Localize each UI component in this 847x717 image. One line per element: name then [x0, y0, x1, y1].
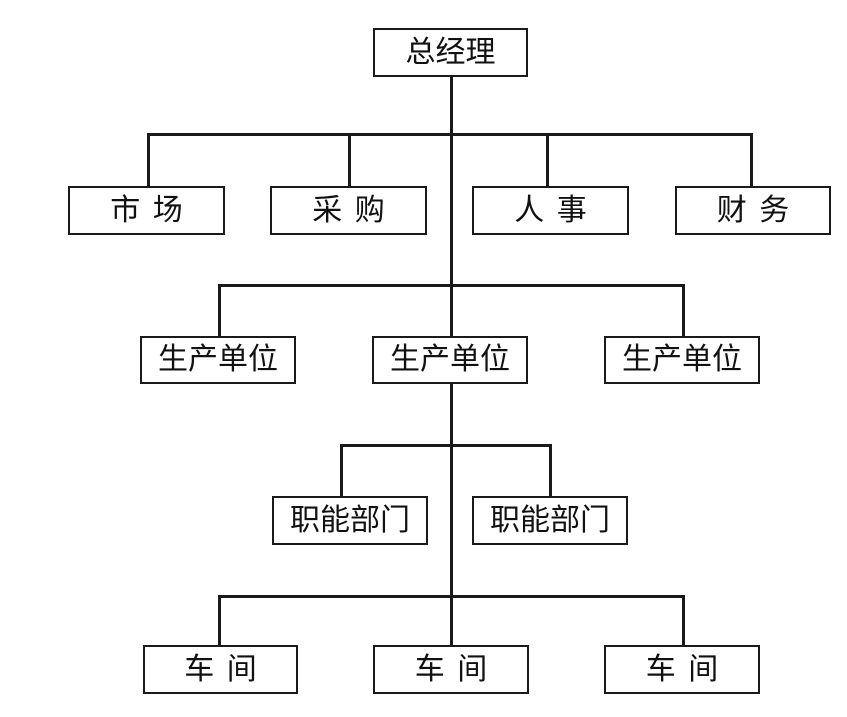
node-functional-dept-1[interactable]: 职能部门	[272, 496, 428, 545]
node-purchasing[interactable]: 采购	[270, 186, 427, 235]
node-production-unit-2[interactable]: 生产单位	[372, 336, 528, 384]
drop-line-finance	[750, 133, 753, 186]
trunk-line-level2-to-level3	[450, 134, 453, 336]
node-hr[interactable]: 人事	[472, 186, 629, 235]
node-label-workshop-1: 车间	[184, 652, 270, 686]
node-label-functional-dept-1: 职能部门	[290, 503, 410, 537]
drop-line-hr	[546, 133, 549, 186]
node-workshop-2[interactable]: 车间	[373, 645, 529, 694]
node-label-production-unit-3: 生产单位	[622, 343, 742, 376]
drop-line-func-dept-1	[340, 444, 343, 496]
node-functional-dept-2[interactable]: 职能部门	[472, 496, 628, 545]
trunk-line-level3-to-level4	[450, 383, 453, 445]
node-production-unit-1[interactable]: 生产单位	[140, 336, 296, 384]
node-label-market: 市场	[110, 193, 196, 227]
trunk-line-level4-to-level5	[450, 445, 453, 645]
node-workshop-3[interactable]: 车间	[604, 645, 760, 694]
node-finance[interactable]: 财务	[675, 186, 831, 235]
node-workshop-1[interactable]: 车间	[143, 645, 298, 694]
drop-line-market	[147, 133, 150, 186]
node-label-hr: 人事	[514, 193, 600, 227]
drop-line-prod-unit-3	[682, 284, 685, 336]
node-label-workshop-3: 车间	[645, 652, 731, 686]
node-general-manager[interactable]: 总经理	[373, 28, 528, 77]
bus-line-level2	[147, 133, 753, 136]
node-label-production-unit-1: 生产单位	[158, 343, 278, 376]
drop-line-purchasing	[348, 133, 351, 186]
drop-line-func-dept-2	[549, 444, 552, 496]
node-label-purchasing: 采购	[312, 193, 398, 227]
node-production-unit-3[interactable]: 生产单位	[604, 336, 760, 384]
bus-line-level3	[218, 284, 685, 287]
node-label-functional-dept-2: 职能部门	[490, 503, 610, 537]
bus-line-level4	[340, 444, 552, 447]
node-label-general-manager: 总经理	[405, 35, 496, 69]
drop-line-workshop-1	[218, 595, 221, 645]
node-label-workshop-2: 车间	[414, 652, 500, 686]
trunk-line-gm-to-level2	[450, 76, 453, 134]
drop-line-workshop-3	[682, 595, 685, 645]
node-label-production-unit-2: 生产单位	[390, 343, 510, 376]
node-market[interactable]: 市场	[68, 186, 225, 235]
drop-line-prod-unit-1	[218, 284, 221, 336]
node-label-finance: 财务	[716, 193, 802, 227]
bus-line-level5	[218, 595, 685, 598]
